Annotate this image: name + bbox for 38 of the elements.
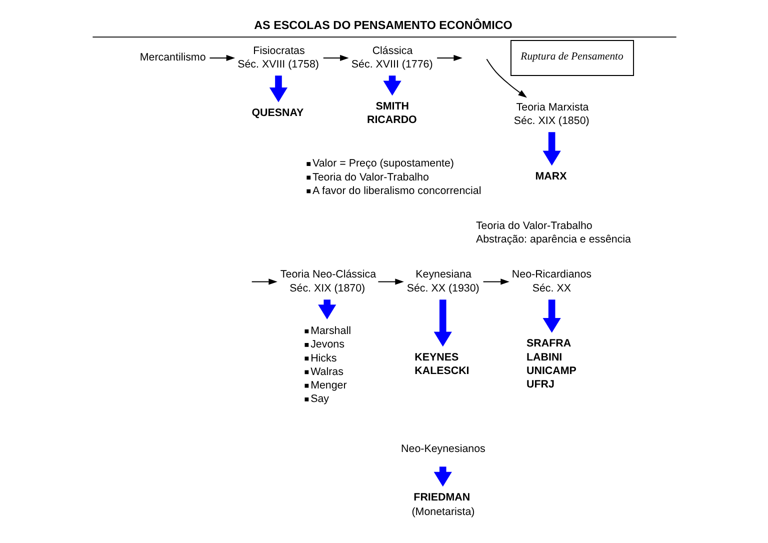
arrow <box>542 300 560 333</box>
arrow <box>250 278 277 285</box>
node-label: Valor = Preço (supostamente) <box>312 158 454 170</box>
node-text: Teoria Marxista Séc. XIX (1850) <box>513 101 589 127</box>
arrow <box>486 58 526 98</box>
arrow <box>208 54 235 62</box>
node-label: Say <box>310 393 328 406</box>
node-label: Hicks <box>310 352 336 364</box>
node-label: Jevons <box>310 338 344 351</box>
node-text: Neo-Ricardianos Séc. XX <box>511 268 592 294</box>
arrow <box>377 278 404 285</box>
arrow <box>482 278 509 285</box>
node-label: Walras <box>310 366 343 378</box>
arrow <box>436 54 462 62</box>
diagram-title: AS ESCOLAS DO PENSAMENTO ECONÔMICO <box>254 18 512 32</box>
arrow <box>433 300 452 347</box>
node-text: Mercantilismo <box>139 52 206 64</box>
node-label: Teoria do Valor-Trabalho <box>312 171 428 184</box>
node-label: Abstração: aparência e essência <box>475 234 631 246</box>
node-text: Teoria Neo-Clássica Séc. XIX (1870) <box>280 268 376 294</box>
node-label: Marshall <box>310 325 350 338</box>
node-text: MARX <box>534 170 566 182</box>
node-text: Clássica Séc. XVIII (1776) <box>350 44 432 71</box>
node-text: QUESNAY <box>251 107 304 120</box>
node-text: KEYNES KALESCKI <box>414 351 469 377</box>
arrow <box>268 76 288 102</box>
node-text: Keynesiana Séc. XX (1930) <box>406 268 479 294</box>
arrow <box>322 54 348 62</box>
node-label: A favor do liberalismo concorrencial <box>312 184 481 197</box>
node-text: SRAFRA LABINI UNICAMP UFRJ <box>526 338 576 391</box>
node-label: Menger <box>310 380 346 392</box>
node-box: Ruptura de Pensamento <box>510 40 634 76</box>
arrow <box>542 132 560 166</box>
node-label: Teoria do Valor-Trabalho <box>475 220 592 232</box>
node-text: FRIEDMAN (Monetarista) <box>411 491 474 518</box>
node-text: SMITH RICARDO <box>366 100 416 126</box>
node-text: Neo-Keynesianos <box>400 442 485 455</box>
node-text: Fisiocratas Séc. XVIII (1758) <box>237 44 319 71</box>
